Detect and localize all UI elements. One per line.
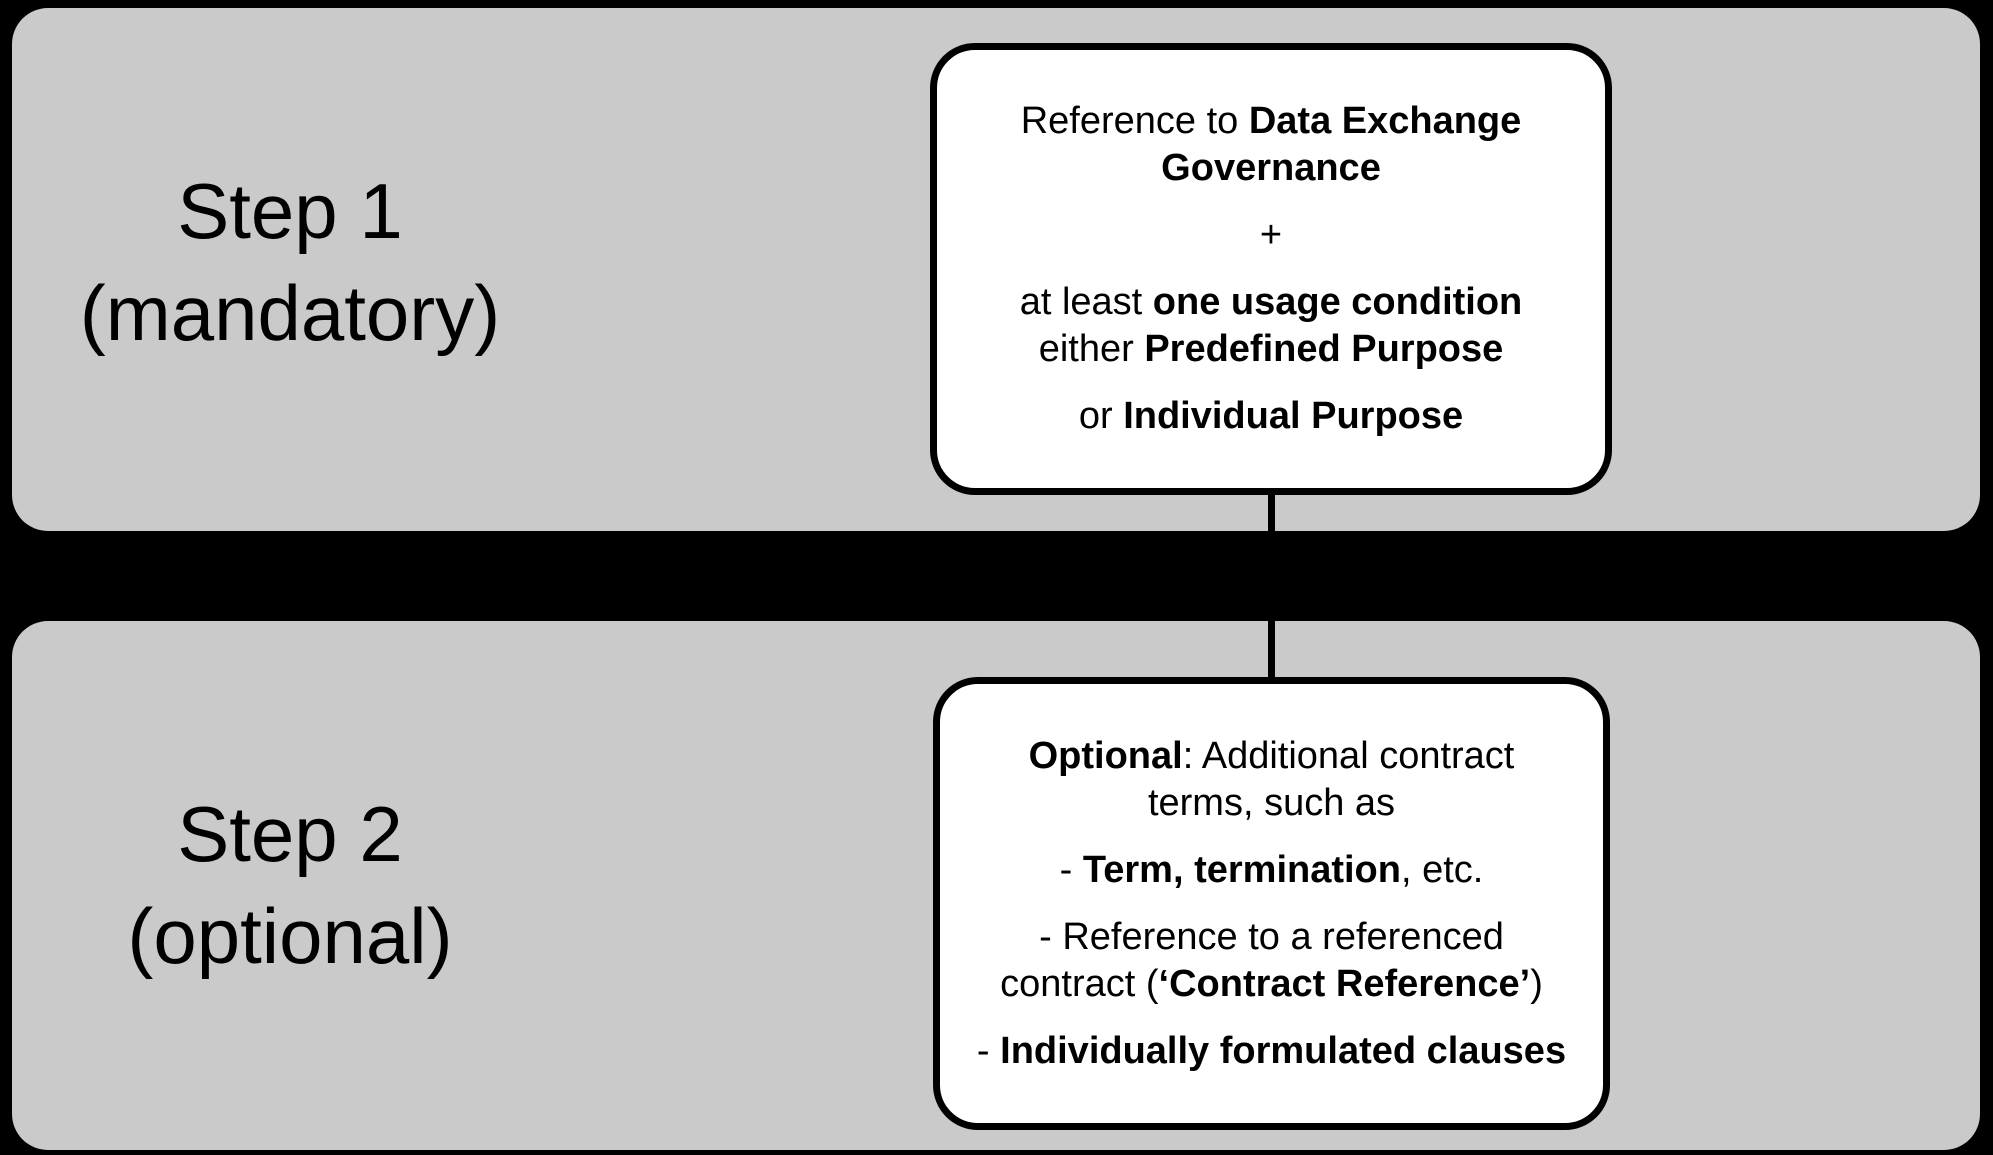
text-segment: + — [1259, 214, 1283, 256]
text-segment: , etc. — [1400, 848, 1484, 891]
text-segment-bold: Individually formulated clauses — [1000, 1029, 1567, 1072]
step2-label-line1: Step 2 — [177, 790, 403, 878]
text-segment-bold: Governance — [1161, 147, 1381, 189]
text-segment: at least — [1019, 281, 1153, 323]
text-line: - Term, termination, etc. — [1060, 847, 1484, 894]
step1-label: Step 1 (mandatory) — [20, 160, 560, 364]
text-line: at least one usage condition — [1020, 279, 1523, 326]
text-segment-bold: Predefined Purpose — [1144, 328, 1504, 370]
text-segment: - — [976, 1029, 1001, 1072]
step1-label-line2: (mandatory) — [79, 269, 501, 357]
text-segment-bold: Data Exchange — [1248, 100, 1522, 142]
text-line: - Individually formulated clauses — [977, 1028, 1566, 1075]
text-line: either Predefined Purpose — [1039, 326, 1504, 373]
step1-label-line1: Step 1 — [177, 167, 403, 255]
text-segment-bold: Individual Purpose — [1123, 395, 1464, 437]
text-segment-bold: ‘Contract Reference’ — [1158, 962, 1531, 1005]
text-segment: - Reference to a referenced — [1039, 915, 1504, 958]
text-segment: - — [1059, 848, 1083, 891]
text-segment: contract ( — [1000, 962, 1159, 1005]
step2-label-line2: (optional) — [127, 892, 453, 980]
text-line: or Individual Purpose — [1079, 393, 1463, 440]
text-line: Optional: Additional contract — [1029, 733, 1515, 780]
step2-label: Step 2 (optional) — [20, 783, 560, 987]
text-line: terms, such as — [1148, 780, 1395, 827]
text-segment: ) — [1530, 962, 1543, 1005]
text-line: Reference to Data Exchange — [1021, 98, 1522, 145]
text-line: - Reference to a referenced — [1039, 914, 1504, 961]
text-segment-bold: Term, termination — [1082, 848, 1401, 891]
text-segment-bold: one usage condition — [1152, 281, 1523, 323]
text-segment: terms, such as — [1147, 781, 1396, 824]
text-segment: either — [1038, 328, 1145, 370]
text-line: + — [1260, 212, 1282, 259]
text-segment: Reference to — [1020, 100, 1249, 142]
text-segment: or — [1078, 395, 1124, 437]
text-line: contract (‘Contract Reference’) — [1000, 961, 1543, 1008]
text-line: Governance — [1161, 145, 1381, 192]
text-segment: : Additional contract — [1182, 734, 1515, 777]
text-segment-bold: Optional — [1028, 734, 1183, 777]
connector-line — [1268, 490, 1275, 685]
